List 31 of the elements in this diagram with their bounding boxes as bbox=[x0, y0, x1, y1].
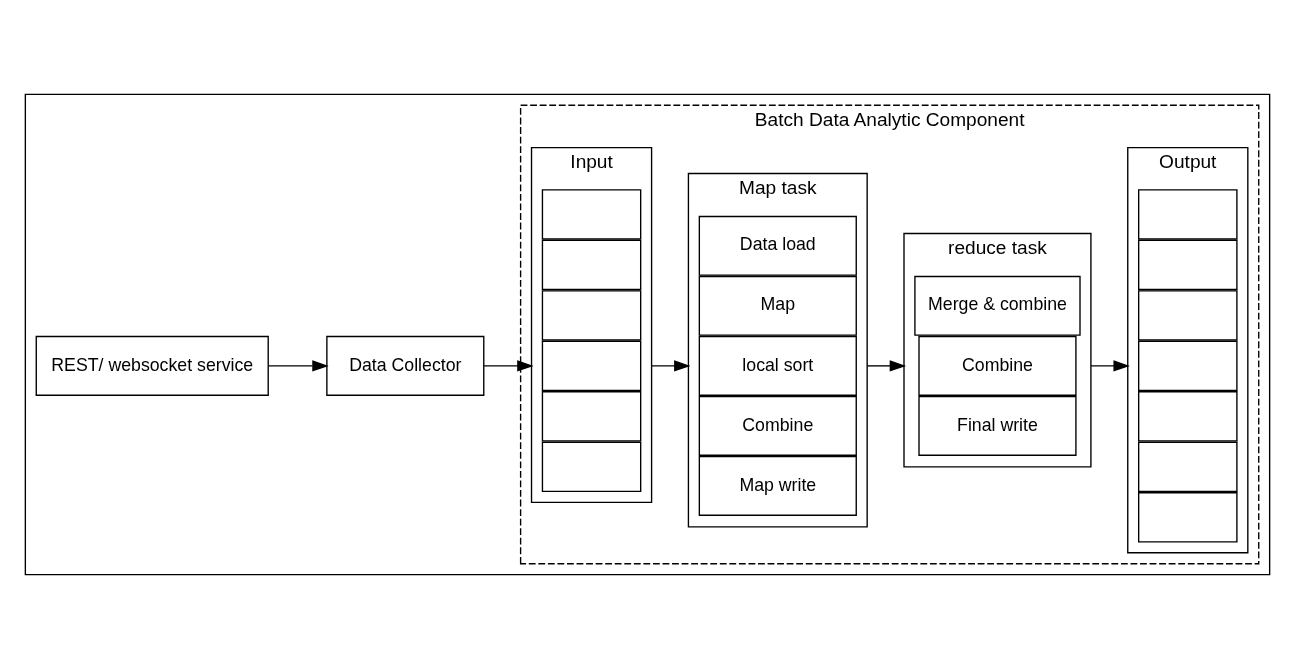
arrow bbox=[483, 359, 534, 372]
node-box bbox=[541, 239, 642, 290]
node-box bbox=[541, 441, 642, 492]
node-box: Final write bbox=[918, 395, 1077, 456]
node-box bbox=[1138, 239, 1238, 290]
node-box: Combine bbox=[918, 335, 1077, 396]
node-box: Data load bbox=[698, 215, 857, 276]
node-box bbox=[541, 340, 642, 391]
node-box: Merge & combine bbox=[914, 275, 1081, 336]
cluster: Input bbox=[530, 146, 653, 503]
node-box bbox=[1138, 340, 1238, 391]
cluster bbox=[24, 93, 1271, 575]
node-box bbox=[1138, 441, 1238, 492]
cluster: Output bbox=[1127, 146, 1249, 553]
node-box bbox=[1138, 289, 1238, 341]
arrow bbox=[1090, 359, 1130, 372]
node-box bbox=[541, 390, 642, 442]
node-box: Map bbox=[698, 275, 857, 336]
node-box bbox=[541, 188, 642, 240]
arrow bbox=[267, 359, 329, 372]
node-box bbox=[1138, 491, 1238, 543]
node-box: Combine bbox=[698, 395, 857, 456]
node-box bbox=[1138, 188, 1238, 240]
arrow bbox=[650, 359, 691, 372]
arrow bbox=[866, 359, 907, 372]
node-box bbox=[541, 289, 642, 341]
node-box: Data Collector bbox=[326, 335, 485, 396]
node-box bbox=[1138, 390, 1238, 442]
node-box: Map write bbox=[698, 455, 857, 516]
node-box: local sort bbox=[698, 335, 857, 396]
node-box: REST/ websocket service bbox=[35, 335, 269, 396]
